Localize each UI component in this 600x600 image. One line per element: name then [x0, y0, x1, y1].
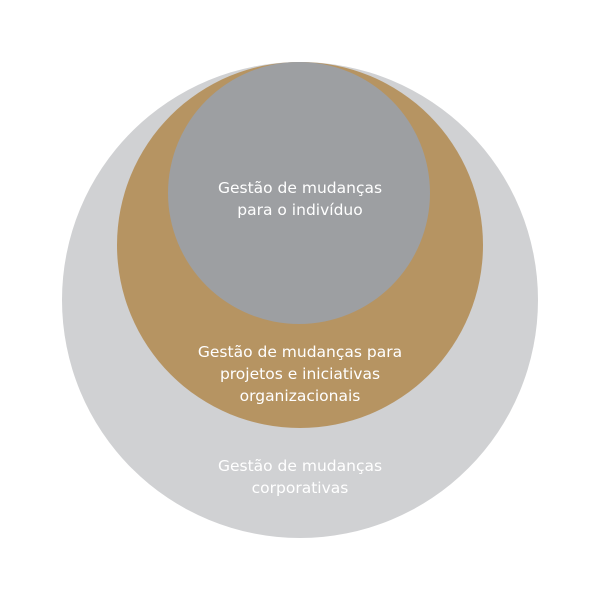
middle-label-line-3: organizacionais — [239, 387, 361, 405]
middle-label-line-1: Gestão de mudanças para — [197, 343, 403, 361]
inner-circle-label: Gestão de mudanças para o indivíduo — [0, 177, 600, 221]
middle-label-line-2: projetos e iniciativas — [219, 365, 381, 383]
inner-circle-individual — [168, 62, 430, 324]
inner-label-line-1: Gestão de mudanças — [217, 179, 383, 197]
outer-label-line-2: corporativas — [251, 479, 349, 497]
inner-label-line-2: para o indivíduo — [237, 201, 363, 219]
middle-circle-label: Gestão de mudanças para projetos e inici… — [0, 341, 600, 407]
outer-circle-label: Gestão de mudanças corporativas — [0, 455, 600, 499]
outer-label-line-1: Gestão de mudanças — [217, 457, 383, 475]
